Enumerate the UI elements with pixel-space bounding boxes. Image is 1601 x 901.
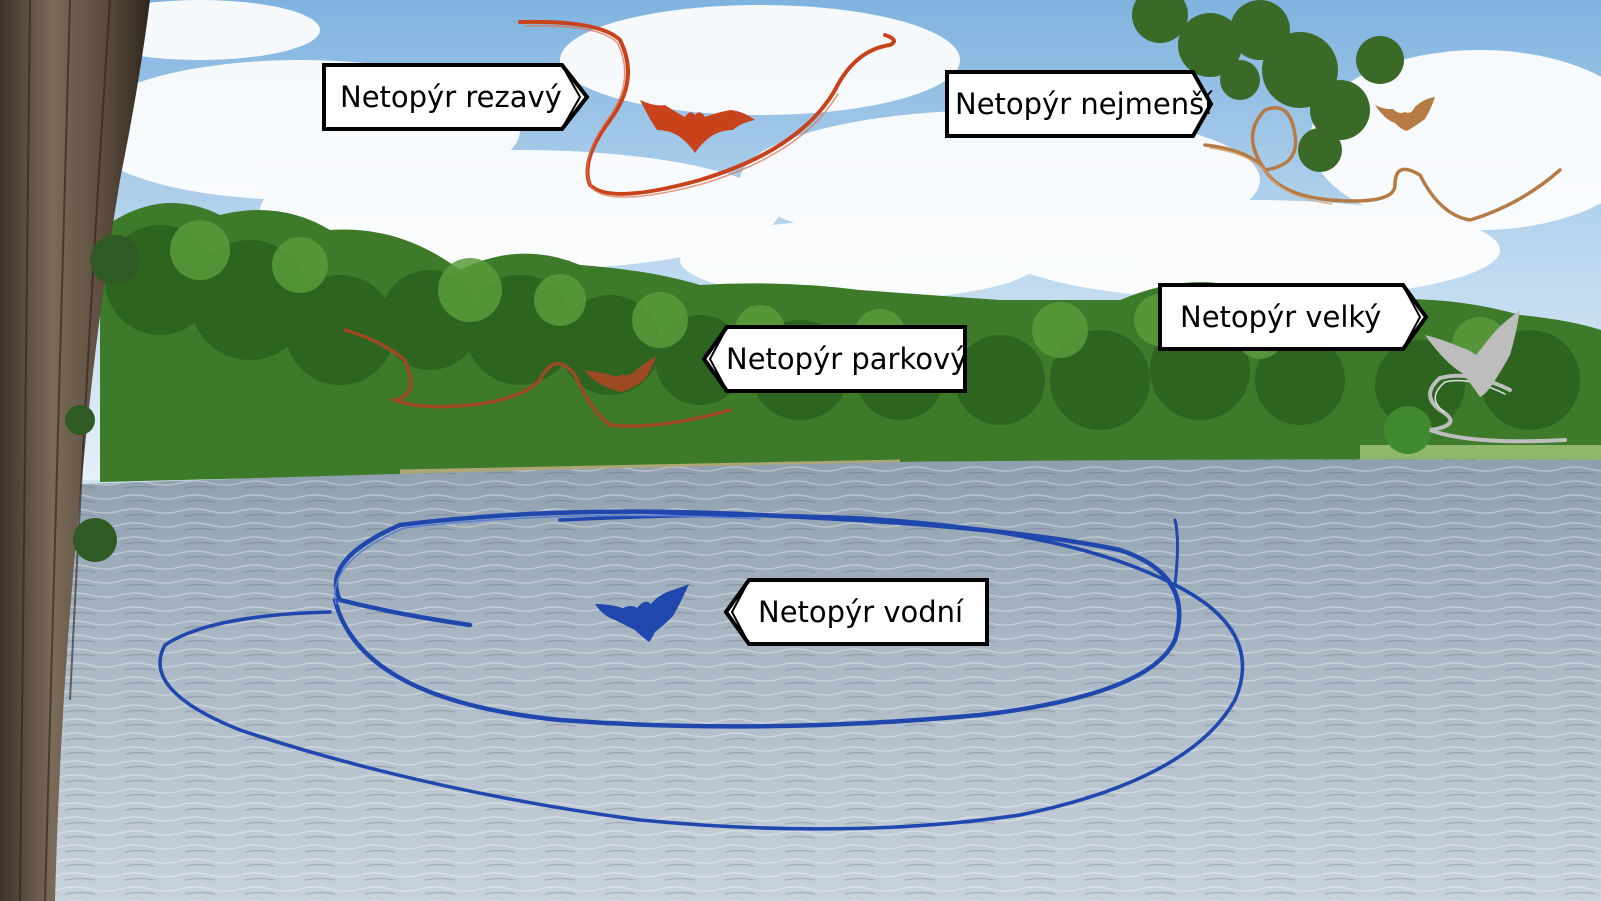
arrow-sign-right-icon (322, 63, 590, 131)
label-text: Netopýr velký (1180, 300, 1382, 334)
arrow-sign-right-icon (945, 70, 1214, 138)
label-text: Netopýr nejmenší (955, 87, 1213, 121)
flight-path-vodni-inner (332, 509, 1182, 729)
bat-parkovy-icon (584, 356, 656, 392)
flight-path-vodni-outer (158, 513, 1245, 831)
bat-velky-icon (1425, 310, 1520, 397)
bat-nejmensi-icon (1375, 97, 1435, 131)
label-netopyr-parkovy: Netopýr parkový (701, 325, 968, 393)
overhanging-branch (1132, 0, 1404, 172)
label-netopyr-vodni: Netopýr vodní (723, 578, 989, 646)
bat-vodni-icon (595, 584, 689, 642)
flight-path-parkovy (343, 328, 732, 428)
label-netopyr-velky: Netopýr velký (1158, 283, 1430, 351)
label-netopyr-nejmensi: Netopýr nejmenší (945, 70, 1215, 138)
label-text: Netopýr rezavý (340, 80, 562, 114)
arrow-sign-right-icon (1158, 283, 1429, 351)
tree-trunk (0, 0, 150, 901)
flight-paths (158, 19, 1567, 831)
arrow-sign-left-icon (701, 325, 967, 393)
label-text: Netopýr parkový (726, 342, 968, 376)
arrow-sign-left-icon (723, 578, 989, 646)
clouds (80, 0, 1601, 300)
label-text: Netopýr vodní (758, 595, 964, 629)
flight-path-rezavy (518, 19, 896, 196)
bat-rezavy-icon (640, 100, 755, 153)
label-netopyr-rezavy: Netopýr rezavý (322, 63, 592, 131)
